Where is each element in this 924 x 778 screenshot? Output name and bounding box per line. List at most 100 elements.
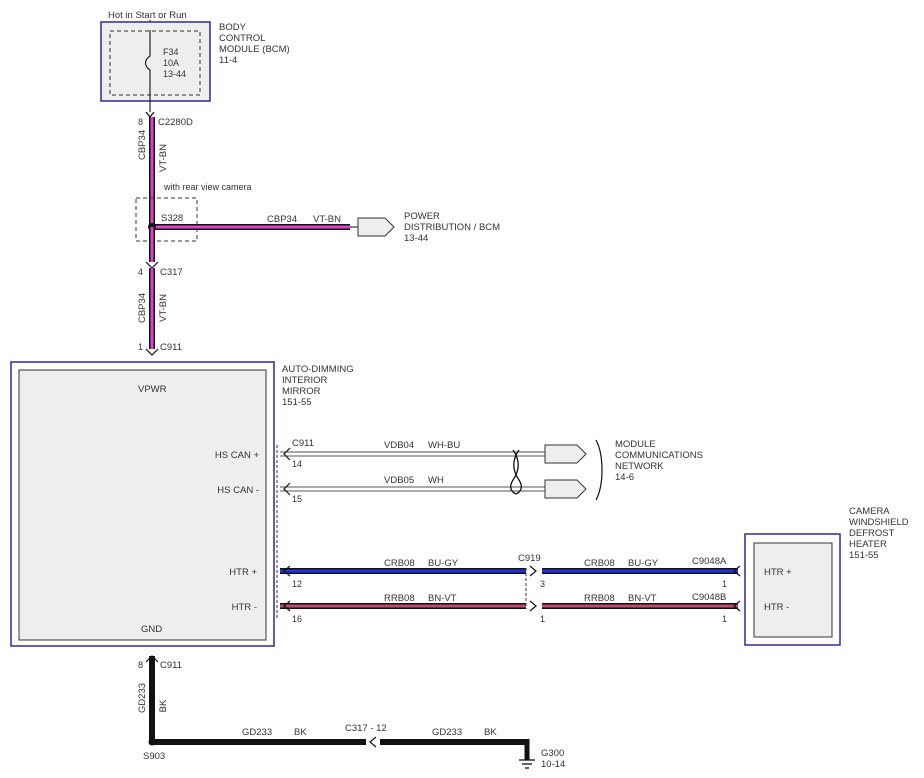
pin12-arrow-icon — [283, 565, 291, 577]
c9048a-label: C9048A — [692, 556, 727, 567]
c2280d-pin: 8 — [138, 117, 143, 127]
pin-htr-plus-label: HTR + — [229, 567, 257, 578]
camera-heater-pin-plus: HTR + — [764, 567, 792, 578]
power-distribution-flag[interactable] — [357, 217, 395, 237]
gd233-right-color: BK — [484, 727, 497, 738]
c919-arrow-plus-icon — [529, 565, 537, 577]
wire-cbp34-upper-circuit: CBP34 — [137, 130, 148, 160]
bcm-title-2: CONTROL — [219, 33, 265, 44]
mcn-flag-minus[interactable] — [544, 479, 587, 499]
g300-label: G300 — [541, 748, 564, 759]
bcm-module-box[interactable] — [100, 21, 211, 102]
mcn-title-3: NETWORK — [615, 461, 664, 472]
fuse-f34-symbol — [144, 30, 151, 112]
can-plus-color: WH-BU — [428, 440, 460, 451]
pin-12: 12 — [292, 579, 302, 589]
twisted-pair-icon — [510, 449, 519, 495]
pin-16: 16 — [292, 614, 302, 624]
mirror-page: 151-55 — [282, 397, 312, 408]
c2280d-arrow-icon — [145, 111, 155, 118]
mirror-vpwr-label: VPWR — [138, 384, 167, 395]
s328-label: S328 — [161, 213, 183, 224]
camera-heater-page: 151-55 — [849, 550, 879, 561]
fuse-rating: 10A — [163, 58, 179, 68]
pin-14: 14 — [292, 459, 302, 469]
mcn-title-1: MODULE — [615, 439, 656, 450]
fuse-label: F34 — [163, 47, 179, 57]
c919-arrow-minus-icon — [529, 600, 537, 612]
mcn-page: 14-6 — [615, 472, 634, 483]
power-dist-page: 13-44 — [404, 233, 428, 244]
mirror-title-2: INTERIOR — [282, 375, 328, 386]
gd233-left-circuit: GD233 — [242, 727, 272, 738]
c911-gnd-label: C911 — [160, 660, 182, 671]
branch-circuit: CBP34 — [267, 214, 297, 225]
gd233-right-circuit: GD233 — [432, 727, 462, 738]
camera-heater-title-1: CAMERA — [849, 506, 890, 517]
wire-cbp34-upper-color: VT-BN — [158, 144, 169, 172]
branch-color: VT-BN — [313, 214, 341, 225]
s328-option-box — [135, 197, 198, 242]
camera-heater-inner — [753, 542, 833, 638]
pin-15: 15 — [292, 494, 302, 504]
c9048b-arrow-icon — [733, 600, 741, 612]
c911-top-label: C911 — [160, 342, 182, 353]
camera-heater-title-3: DEFROST — [849, 528, 895, 539]
bcm-fuse-box — [109, 30, 201, 96]
htr-minus-left-color: BN-VT — [428, 593, 457, 604]
bcm-title-3: MODULE (BCM) — [219, 44, 290, 55]
mcn-flag-plus[interactable] — [544, 444, 587, 464]
c919-pin-3: 3 — [540, 579, 545, 589]
htr-plus-right-color: BU-GY — [628, 558, 659, 569]
c317-12-label: C317 - 12 — [345, 723, 387, 734]
c9048b-label: C9048B — [692, 592, 726, 603]
camera-heater-title-4: HEATER — [849, 539, 887, 550]
c9048a-arrow-icon — [733, 565, 741, 577]
htr-minus-left-circuit: RRB08 — [384, 593, 415, 604]
g300-page: 10-14 — [541, 759, 565, 770]
gd233-left-color: BK — [294, 727, 307, 738]
wire-cbp34-middle-color: VT-BN — [158, 294, 169, 322]
power-dist-title-1: POWER — [404, 211, 440, 222]
c317-arrow-icon — [145, 261, 159, 269]
pin15-arrow-icon — [283, 482, 291, 496]
mcn-title-2: COMMUNICATIONS — [615, 450, 703, 461]
twisted-pair-icon-b — [513, 449, 522, 495]
can-plus-circuit: VDB04 — [384, 440, 414, 451]
gd233-vertical-color: BK — [158, 699, 169, 712]
c911-side-label: C911 — [292, 438, 314, 449]
c317-pin: 4 — [138, 267, 143, 277]
s903-label: S903 — [143, 751, 165, 762]
camera-heater-title-2: WINDSHIELD — [849, 517, 909, 528]
htr-minus-right-circuit: RRB08 — [584, 593, 615, 604]
c9048a-pin: 1 — [722, 579, 727, 589]
htr-plus-right-circuit: CRB08 — [584, 558, 615, 569]
pin-hs-can-plus-label: HS CAN + — [215, 450, 260, 461]
c919-pin-1: 1 — [540, 614, 545, 624]
c919-label: C919 — [518, 553, 541, 564]
c2280d-label: C2280D — [158, 117, 193, 128]
power-dist-title-2: DISTRIBUTION / BCM — [404, 222, 500, 233]
pin-hs-can-minus-label: HS CAN - — [217, 485, 259, 496]
camera-heater-pin-minus: HTR - — [764, 602, 789, 613]
c9048b-pin: 1 — [722, 614, 727, 624]
htr-plus-left-circuit: CRB08 — [384, 558, 415, 569]
c911-gnd-pin: 8 — [138, 660, 143, 670]
pin16-arrow-icon — [283, 600, 291, 612]
fuse-page: 13-44 — [163, 69, 186, 79]
gd233-vertical-circuit: GD233 — [137, 683, 148, 713]
mirror-title-3: MIRROR — [282, 386, 321, 397]
bcm-page: 11-4 — [219, 55, 237, 66]
bcm-title-1: BODY — [219, 22, 247, 33]
hot-in-start-note: Hot in Start or Run — [108, 10, 187, 21]
mcn-bracket — [595, 439, 603, 501]
c911-top-arrow-icon — [145, 348, 159, 356]
pin-htr-minus-label: HTR - — [232, 602, 257, 613]
c317-label: C317 — [160, 267, 183, 278]
wire-cbp34-middle-circuit: CBP34 — [137, 293, 148, 323]
pin14-arrow-icon — [283, 447, 291, 461]
can-minus-color: WH — [428, 475, 444, 486]
mirror-gnd-label: GND — [141, 624, 162, 635]
camera-note: with rear view camera — [163, 182, 252, 192]
